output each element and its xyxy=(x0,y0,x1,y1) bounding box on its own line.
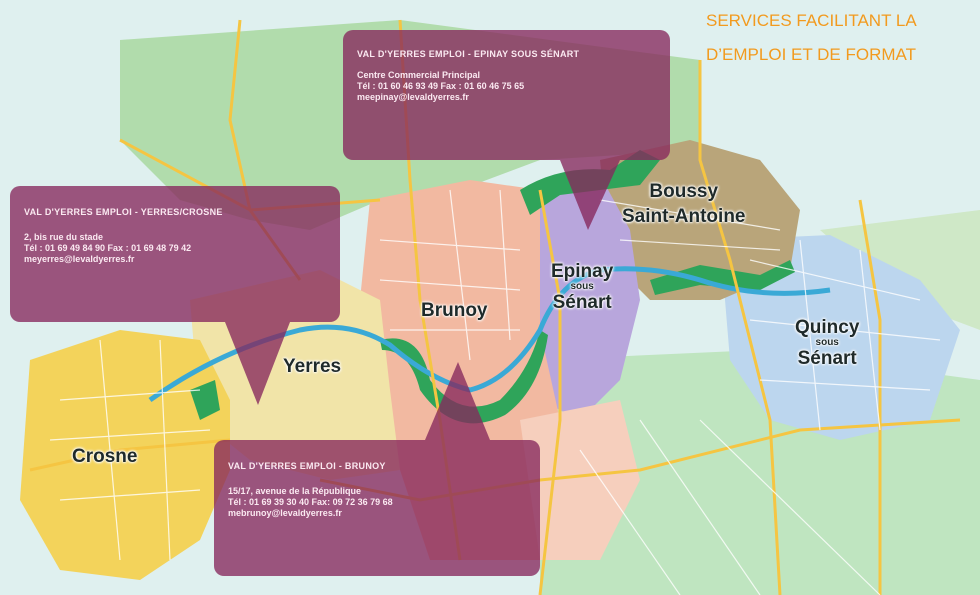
town-label-yerres: Yerres xyxy=(283,357,341,376)
river-yerres xyxy=(148,266,831,403)
office-address-epinay: Centre Commercial Principal xyxy=(357,70,481,80)
town-name-boussy-top: Boussy xyxy=(649,181,719,202)
town-name-crosne: Crosne xyxy=(72,446,138,467)
town-name-epinay-top: Epinay xyxy=(551,261,614,282)
crosne-zone xyxy=(20,330,230,580)
town-label-crosne: Crosne xyxy=(72,447,137,466)
town-name-quincy-bottom: Sénart xyxy=(797,348,857,369)
park-strip-river xyxy=(380,330,548,424)
town-label-brunoy: Brunoy xyxy=(421,301,488,320)
banner-line-1: SERVICES FACILITANT LA xyxy=(706,11,917,30)
office-title-epinay: VAL D'YERRES EMPLOI - EPINAY SOUS SÉNART xyxy=(357,49,580,59)
town-name-epinay-mid: sous xyxy=(570,281,594,292)
town-name-brunoy: Brunoy xyxy=(421,300,488,321)
town-name-quincy-top: Quincy xyxy=(795,317,860,338)
office-phone-epinay: Tél : 01 60 46 93 49 Fax : 01 60 46 75 6… xyxy=(357,81,525,91)
town-label-epinay: Epinay sous Sénart xyxy=(551,262,613,312)
town-label-boussy: Boussy Saint-Antoine xyxy=(622,182,746,226)
office-box-epinay[interactable]: VAL D'YERRES EMPLOI - EPINAY SOUS SÉNART… xyxy=(343,30,670,160)
office-address-yerres: 2, bis rue du stade xyxy=(24,232,104,242)
town-name-quincy-mid: sous xyxy=(815,337,839,348)
park-strip-boussy xyxy=(650,260,795,295)
town-name-yerres: Yerres xyxy=(283,356,342,377)
office-email-brunoy[interactable]: mebrunoy@levaldyerres.fr xyxy=(228,508,342,518)
office-box-brunoy[interactable]: VAL D'YERRES EMPLOI - BRUNOY 15/17, aven… xyxy=(214,440,540,576)
town-name-epinay-bottom: Sénart xyxy=(552,292,612,313)
office-box-yerres[interactable]: VAL D'YERRES EMPLOI - YERRES/CROSNE 2, b… xyxy=(10,186,340,322)
epinay-zone xyxy=(520,175,640,420)
office-phone-yerres: Tél : 01 69 49 84 90 Fax : 01 69 48 79 4… xyxy=(24,243,192,253)
town-name-boussy-bottom: Saint-Antoine xyxy=(622,206,746,227)
office-email-epinay[interactable]: meepinay@levaldyerres.fr xyxy=(357,92,469,102)
services-banner: SERVICES FACILITANT LA D’EMPLOI ET DE FO… xyxy=(706,4,980,72)
pointer-brunoy-office xyxy=(425,362,490,440)
minor-roads xyxy=(49,189,941,595)
town-label-quincy: Quincy sous Sénart xyxy=(795,318,859,368)
office-title-brunoy: VAL D'YERRES EMPLOI - BRUNOY xyxy=(228,461,386,471)
pointer-epinay-office xyxy=(560,160,620,230)
office-email-yerres[interactable]: meyerres@levaldyerres.fr xyxy=(24,254,135,264)
pointer-yerres-office xyxy=(225,322,290,405)
office-title-yerres: VAL D'YERRES EMPLOI - YERRES/CROSNE xyxy=(24,207,223,217)
banner-line-2: D’EMPLOI ET DE FORMAT xyxy=(706,45,917,64)
office-phone-brunoy: Tél : 01 69 39 30 40 Fax: 09 72 36 79 68 xyxy=(228,497,393,507)
office-address-brunoy: 15/17, avenue de la République xyxy=(228,486,362,496)
